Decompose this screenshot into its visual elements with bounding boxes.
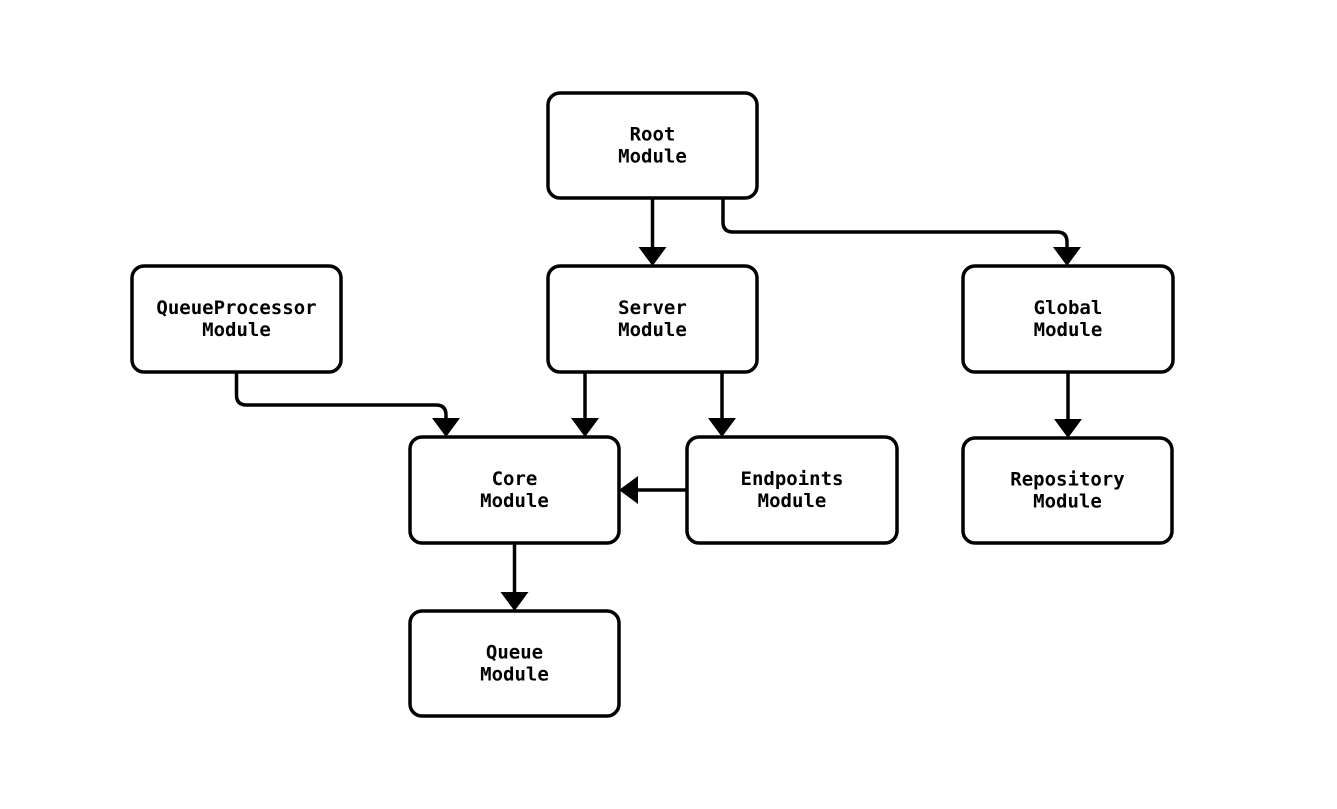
node-repository-module: Repository Module	[961, 436, 1174, 545]
arrowhead-queueprocessor-to-core	[432, 418, 460, 437]
arrowhead-root-to-global	[1053, 247, 1081, 266]
arrowhead-server-to-core	[571, 418, 599, 437]
nodes: Root Module QueueProcessor Module Server…	[130, 91, 1175, 718]
node-repository-module-box	[961, 436, 1174, 545]
node-server-module: Server Module	[546, 264, 759, 374]
arrowhead-endpoints-to-core	[619, 476, 638, 504]
node-queueprocessor-module-label-line2: Module	[202, 319, 271, 341]
edge-queueprocessor-to-core	[234, 372, 448, 418]
edges	[234, 198, 1082, 611]
node-core-module: Core Module	[408, 435, 621, 545]
node-queueprocessor-module-label-line1: QueueProcessor	[156, 297, 316, 319]
node-endpoints-module-label-line2: Module	[758, 490, 827, 512]
node-endpoints-module: Endpoints Module	[685, 435, 899, 545]
node-core-module-label-line1: Core	[492, 468, 538, 490]
node-repository-module-label-line2: Module	[1033, 491, 1102, 513]
arrowhead-global-to-repository	[1054, 419, 1082, 438]
node-server-module-label-line1: Server	[618, 297, 687, 319]
node-root-module-label-line2: Module	[618, 146, 687, 168]
node-server-module-box	[546, 264, 759, 374]
node-queue-module-label-line1: Queue	[486, 642, 543, 664]
node-queueprocessor-module-box	[130, 264, 343, 374]
arrowhead-core-to-queue	[500, 592, 529, 611]
node-queue-module-box	[408, 609, 621, 718]
node-root-module-label-line1: Root	[630, 124, 676, 146]
node-root-module-box	[546, 91, 759, 200]
node-global-module: Global Module	[961, 264, 1175, 374]
node-queueprocessor-module: QueueProcessor Module	[130, 264, 343, 374]
node-root-module: Root Module	[546, 91, 759, 200]
node-queue-module-label-line2: Module	[480, 664, 549, 686]
node-endpoints-module-box	[685, 435, 899, 545]
node-repository-module-label-line1: Repository	[1010, 469, 1124, 491]
node-endpoints-module-label-line1: Endpoints	[741, 468, 844, 490]
arrowhead-server-to-endpoints	[708, 418, 736, 437]
arrowhead-root-to-server	[638, 247, 667, 266]
node-core-module-label-line2: Module	[480, 490, 549, 512]
node-server-module-label-line2: Module	[618, 319, 687, 341]
node-global-module-label-line1: Global	[1034, 297, 1103, 319]
node-global-module-label-line2: Module	[1034, 319, 1103, 341]
node-global-module-box	[961, 264, 1175, 374]
edge-root-to-global	[721, 198, 1069, 247]
node-queue-module: Queue Module	[408, 609, 621, 718]
node-core-module-box	[408, 435, 621, 545]
